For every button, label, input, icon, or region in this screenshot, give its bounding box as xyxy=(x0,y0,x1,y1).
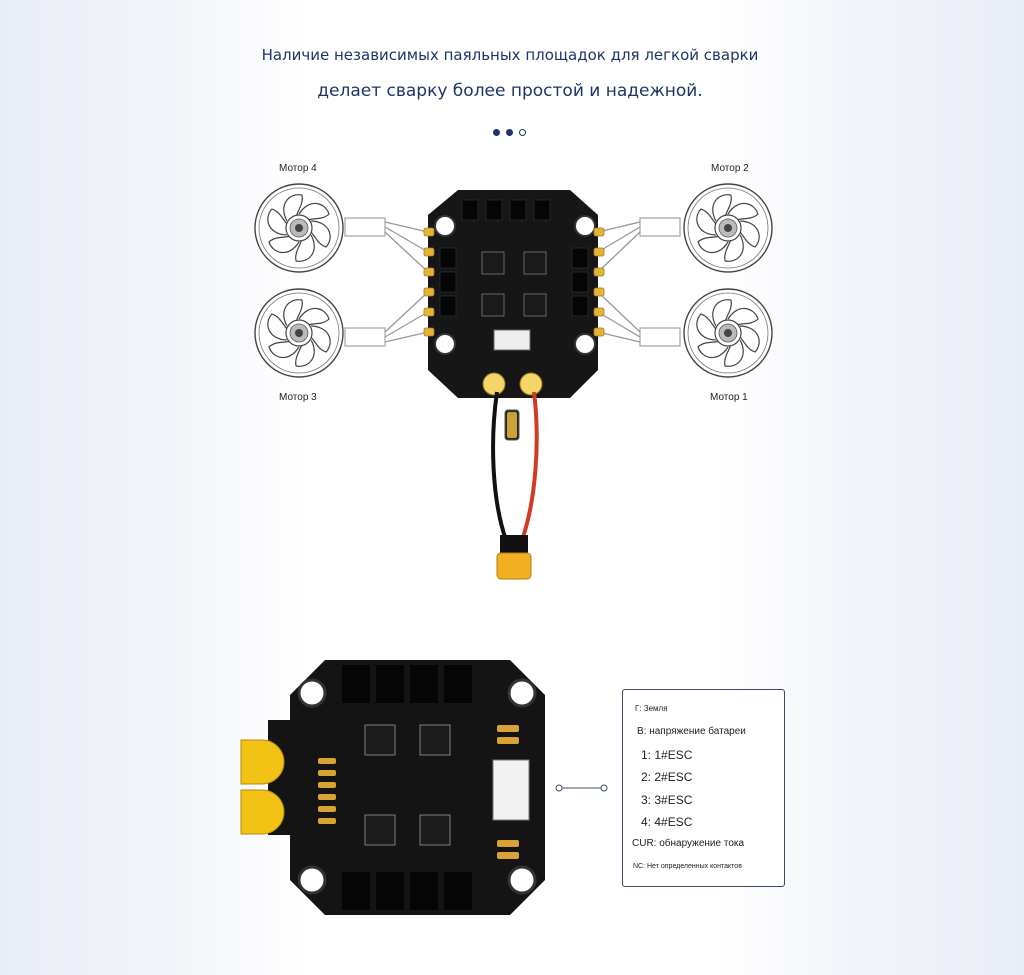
motor-3-propeller xyxy=(254,288,344,378)
pin-esc-3: 3: 3#ESC xyxy=(641,793,693,807)
carousel-dot-2[interactable] xyxy=(506,129,513,136)
headline-line-1: Наличие независимых паяльных площадок дл… xyxy=(261,46,759,64)
motor-2-propeller xyxy=(683,183,773,273)
esc-board-top xyxy=(423,190,605,398)
carousel-dot-3[interactable] xyxy=(519,129,526,136)
carousel-dot-1[interactable] xyxy=(493,129,500,136)
pin-ground: Г: Земля xyxy=(635,704,668,713)
esc-board-bottom xyxy=(240,660,545,915)
pin-nc: NC: Нет определенных контактов xyxy=(633,863,742,870)
motor-wires-left xyxy=(344,217,429,347)
battery-lead xyxy=(491,391,539,580)
pin-battery: B: напряжение батареи xyxy=(637,726,746,737)
pin-current: CUR: обнаружение тока xyxy=(632,838,745,849)
motor-wires-right xyxy=(597,217,681,347)
pin-esc-4: 4: 4#ESC xyxy=(641,815,693,829)
motor-1-propeller xyxy=(683,288,773,378)
motor-2-label: Мотор 2 xyxy=(711,163,749,174)
carousel-indicator xyxy=(493,129,526,136)
pinout-legend: Г: Земля B: напряжение батареи 1: 1#ESC … xyxy=(622,689,785,887)
motor-4-propeller xyxy=(254,183,344,273)
pin-esc-1: 1: 1#ESC xyxy=(641,748,693,762)
headline-line-2: делает сварку более простой и надежной. xyxy=(317,81,703,101)
pin-esc-2: 2: 2#ESC xyxy=(641,770,693,784)
motor-3-label: Мотор 3 xyxy=(279,392,317,403)
pinout-connector-line xyxy=(555,784,608,792)
motor-1-label: Мотор 1 xyxy=(710,392,748,403)
motor-4-label: Мотор 4 xyxy=(279,163,317,174)
